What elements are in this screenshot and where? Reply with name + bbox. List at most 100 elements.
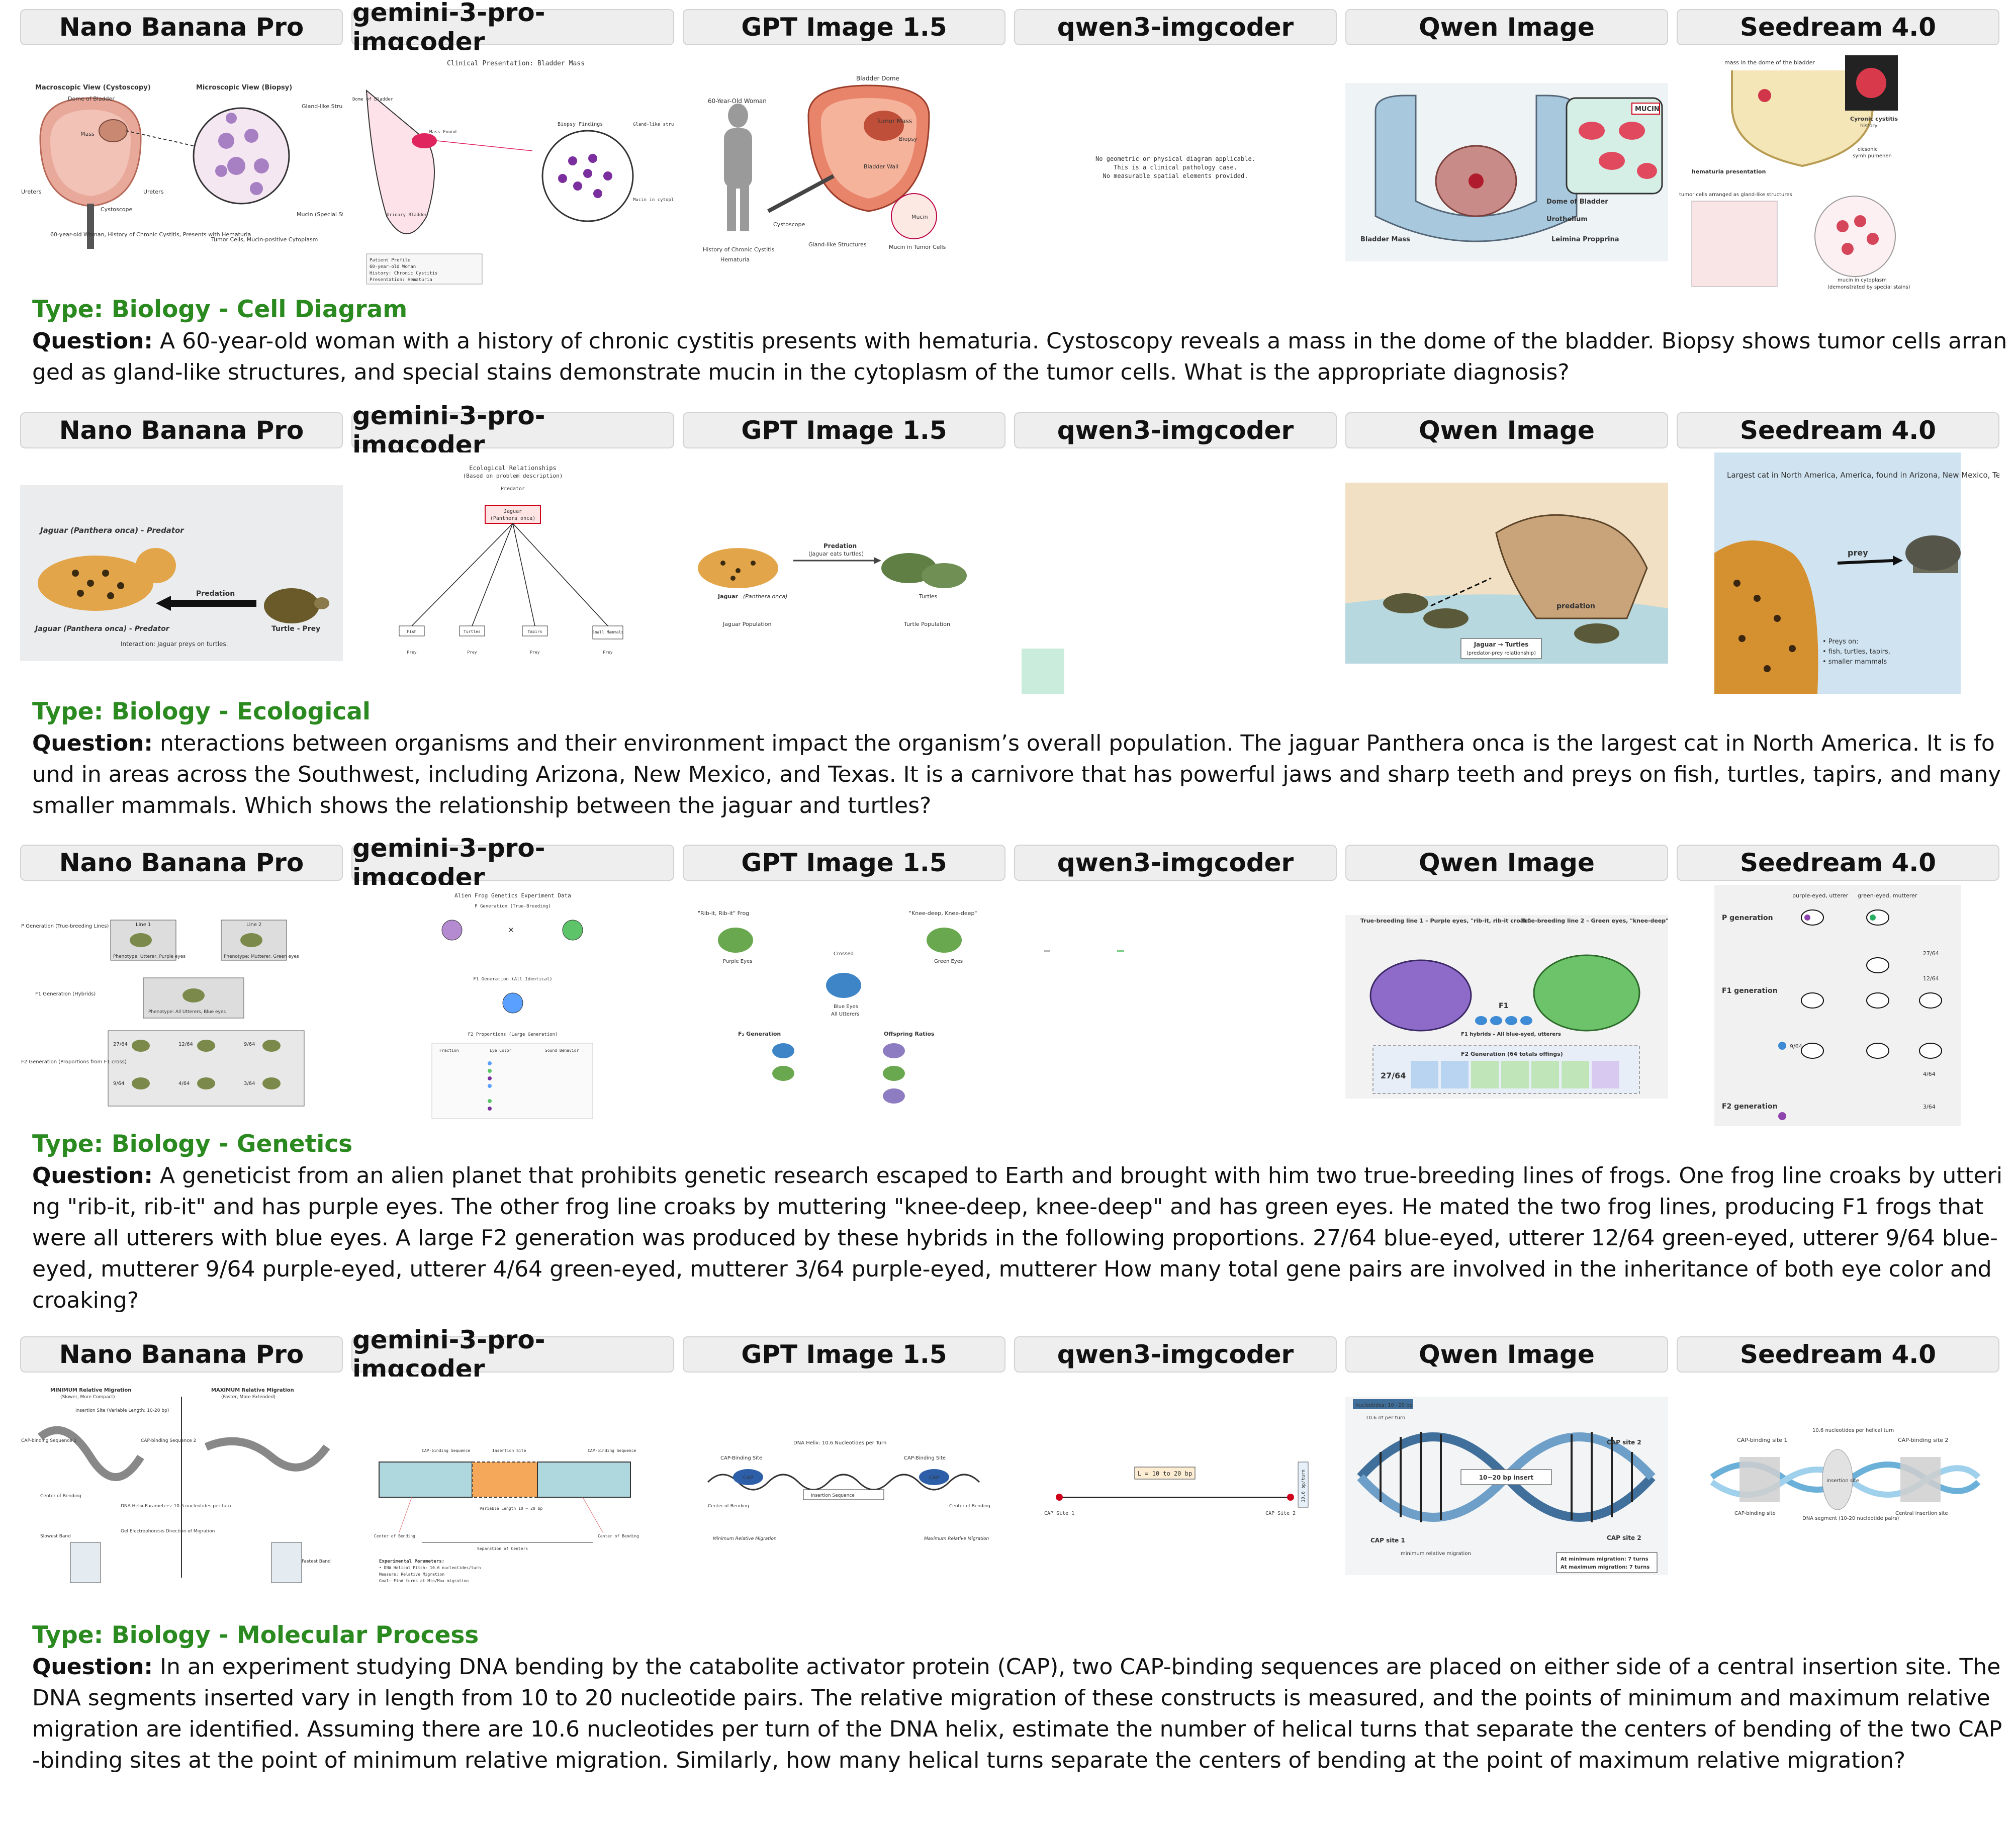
generated-image-seedream-4-0: P generation F1 generation F2 generation… <box>1677 885 1999 1126</box>
question-body: nteractions between organisms and their … <box>32 731 2001 818</box>
question-text: Question: A 60-year-old woman with a his… <box>32 326 2008 388</box>
model-header-seedream-4-0: Seedream 4.0 <box>1677 1336 1999 1373</box>
svg-text:27/64: 27/64 <box>1381 1071 1406 1080</box>
svg-text:12/64: 12/64 <box>178 1042 193 1047</box>
generated-image-qwen3-imgcoder <box>1014 452 1337 694</box>
svg-text:Microscopic View (Biopsy): Microscopic View (Biopsy) <box>196 84 292 92</box>
svg-text:Fish: Fish <box>407 629 416 634</box>
svg-text:CAP-binding site 2: CAP-binding site 2 <box>1898 1437 1948 1443</box>
svg-text:(Jaguar eats turtles): (Jaguar eats turtles) <box>808 551 864 557</box>
generated-image-gemini-3-pro-imgcoder: Alien Frog Genetics Experiment Data P Ge… <box>351 885 674 1126</box>
model-header-seedream-4-0: Seedream 4.0 <box>1677 9 1999 45</box>
svg-text:CAP-binding site 1: CAP-binding site 1 <box>1737 1437 1787 1443</box>
svg-text:Jaguar (Panthera onca) - Preda: Jaguar (Panthera onca) - Predator <box>34 625 170 633</box>
model-header-gpt-image-1-5: GPT Image 1.5 <box>683 9 1005 45</box>
svg-text:Alien Frog Genetics Experiment: Alien Frog Genetics Experiment Data <box>454 892 571 899</box>
svg-text:No geometric or physical diagr: No geometric or physical diagram applica… <box>1095 155 1255 162</box>
svg-text:CAP-Binding Site: CAP-Binding Site <box>720 1455 762 1461</box>
svg-text:×: × <box>508 925 514 935</box>
generated-image-nano-banana-pro: MINIMUM Relative Migration (Slower, More… <box>20 1377 343 1588</box>
svg-text:Insertion Site (Variable Lengt: Insertion Site (Variable Length: 10-20 b… <box>75 1408 169 1413</box>
svg-text:Jaguar Population: Jaguar Population <box>722 621 772 627</box>
svg-text:4/64: 4/64 <box>1923 1071 1936 1077</box>
svg-text:Crossed: Crossed <box>834 951 854 957</box>
generated-image-gemini-3-pro-imgcoder: CAP-binding Sequence Insertion Site CAP-… <box>351 1377 674 1588</box>
svg-text:Ureters: Ureters <box>143 189 164 195</box>
svg-text:3/64: 3/64 <box>1923 1104 1936 1110</box>
svg-text:(Panthera onca): (Panthera onca) <box>743 593 787 600</box>
svg-text:Eye Color: Eye Color <box>490 1048 512 1053</box>
model-header-qwen3-imgcoder: qwen3-imgcoder <box>1014 1336 1337 1373</box>
svg-text:Cystoscope: Cystoscope <box>773 221 805 228</box>
svg-text:predation: predation <box>1556 602 1595 610</box>
svg-text:MINIMUM Relative Migration: MINIMUM Relative Migration <box>50 1388 131 1393</box>
svg-text:Jaguar: Jaguar <box>504 509 522 514</box>
svg-text:F1 Generation (Hybrids): F1 Generation (Hybrids) <box>35 991 96 997</box>
svg-text:(Faster, More Extended): (Faster, More Extended) <box>221 1395 276 1400</box>
generated-image-gemini-3-pro-imgcoder: Clinical Presentation: Bladder Mass Dome… <box>351 50 674 292</box>
svg-text:Central insertion site: Central insertion site <box>1895 1511 1948 1516</box>
svg-text:DNA Helix: 10.6 Nucleotides pe: DNA Helix: 10.6 Nucleotides per Turn <box>793 1440 886 1446</box>
model-header-gemini-3-pro-imgcoder: gemini-3-pro-imgcoder <box>351 1325 674 1384</box>
svg-text:F2 Proportions (Large Generati: F2 Proportions (Large Generation) <box>468 1032 558 1037</box>
svg-text:Clinical Presentation: Bladder: Clinical Presentation: Bladder Mass <box>447 60 585 67</box>
svg-text:9/64: 9/64 <box>1790 1043 1802 1050</box>
svg-text:3/64: 3/64 <box>244 1081 255 1086</box>
svg-text:10.6 nt per turn: 10.6 nt per turn <box>1365 1415 1405 1421</box>
svg-text:F2 Generation (Proportions fro: F2 Generation (Proportions from F1 cross… <box>21 1059 127 1065</box>
svg-text:Cyronic cystitis: Cyronic cystitis <box>1850 116 1898 122</box>
svg-text:• smaller mammals: • smaller mammals <box>1822 658 1887 666</box>
svg-text:60-Year-Old Woman: 60-Year-Old Woman <box>708 98 767 105</box>
svg-text:Tumor Mass: Tumor Mass <box>876 118 912 125</box>
svg-text:• DNA Helical Pitch: 10.6 nucl: • DNA Helical Pitch: 10.6 nucleotides/tu… <box>379 1566 481 1570</box>
svg-text:History of Chronic Cystitis: History of Chronic Cystitis <box>703 246 775 253</box>
svg-text:(demonstrated by special stain: (demonstrated by special stains) <box>1827 285 1910 290</box>
question-text: Question: In an experiment studying DNA … <box>32 1652 2008 1776</box>
svg-text:Jaguar → Turtles: Jaguar → Turtles <box>1474 641 1529 648</box>
svg-text:Offspring Ratios: Offspring Ratios <box>884 1031 935 1037</box>
svg-text:Minimum Relative Migration: Minimum Relative Migration <box>713 1536 777 1541</box>
svg-text:mucin in cytoplasm: mucin in cytoplasm <box>1838 278 1887 283</box>
svg-text:Interaction: Jaguar preys on t: Interaction: Jaguar preys on turtles. <box>121 641 228 648</box>
svg-text:(Based on problem description): (Based on problem description) <box>463 473 563 479</box>
svg-text:F1: F1 <box>1499 1002 1508 1010</box>
svg-text:Slowest Band: Slowest Band <box>40 1534 71 1539</box>
svg-text:CAP-Binding Site: CAP-Binding Site <box>904 1455 946 1461</box>
svg-text:Goal: Find turns at Min/Max mi: Goal: Find turns at Min/Max migration <box>379 1579 469 1583</box>
svg-text:Macroscopic View (Cystoscopy): Macroscopic View (Cystoscopy) <box>35 84 151 92</box>
svg-text:F₂ Generation: F₂ Generation <box>738 1031 781 1037</box>
svg-text:Dome of Bladder: Dome of Bladder <box>352 97 394 102</box>
model-header-gpt-image-1-5: GPT Image 1.5 <box>683 412 1005 448</box>
model-header-qwen3-imgcoder: qwen3-imgcoder <box>1014 9 1337 45</box>
svg-text:Gland-like structures: Gland-like structures <box>633 122 674 127</box>
question-text: Question: A geneticist from an alien pla… <box>32 1160 2008 1316</box>
model-header-gpt-image-1-5: GPT Image 1.5 <box>683 845 1005 881</box>
svg-text:CAP-binding Sequence 2: CAP-binding Sequence 2 <box>141 1438 196 1443</box>
generated-image-qwen3-imgcoder: No geometric or physical diagram applica… <box>1014 50 1337 292</box>
svg-text:Turtles: Turtles <box>464 629 481 634</box>
svg-text:Gland-like Structures: Gland-like Structures <box>808 241 867 248</box>
svg-text:Mass: Mass <box>80 131 95 137</box>
svg-text:10.6 nucleotides per helical t: 10.6 nucleotides per helical turn <box>1812 1428 1894 1433</box>
model-header-qwen-image: Qwen Image <box>1345 845 1668 881</box>
svg-text:MUCIN: MUCIN <box>1635 106 1660 113</box>
svg-text:CAP: CAP <box>929 1475 939 1481</box>
svg-text:Mucin (Special Stain): Mucin (Special Stain) <box>297 211 343 218</box>
svg-text:12/64: 12/64 <box>1923 975 1939 982</box>
svg-text:Prey: Prey <box>603 650 612 655</box>
question-label: Question: <box>32 1654 153 1680</box>
model-header-gemini-3-pro-imgcoder: gemini-3-pro-imgcoder <box>351 834 674 892</box>
svg-text:Prey: Prey <box>467 650 477 655</box>
svg-text:This is a clinical pathology c: This is a clinical pathology case. <box>1114 164 1237 171</box>
svg-text:Ureters: Ureters <box>21 189 42 195</box>
svg-text:Line 1: Line 1 <box>136 922 151 928</box>
generated-image-nano-banana-pro: P Generation (True-breeding Lines) Line … <box>20 885 343 1126</box>
model-header-gemini-3-pro-imgcoder: gemini-3-pro-imgcoder <box>351 401 674 460</box>
svg-text:Leimina Propprina: Leimina Propprina <box>1551 236 1619 243</box>
svg-text:Predation: Predation <box>196 590 235 598</box>
generated-image-qwen-image: 10~20 bp insert nucleotides: 10~20 bp 10… <box>1345 1377 1668 1588</box>
svg-text:Tumor Cells, Mucin-positive Cy: Tumor Cells, Mucin-positive Cytoplasm <box>211 236 318 243</box>
svg-text:At minimum migration: 7 turns: At minimum migration: 7 turns <box>1561 1557 1648 1562</box>
question-label: Question: <box>32 731 153 756</box>
generated-image-qwen3-imgcoder: L = 10 to 20 bp CAP Site 1 CAP Site 2 10… <box>1014 1377 1337 1588</box>
